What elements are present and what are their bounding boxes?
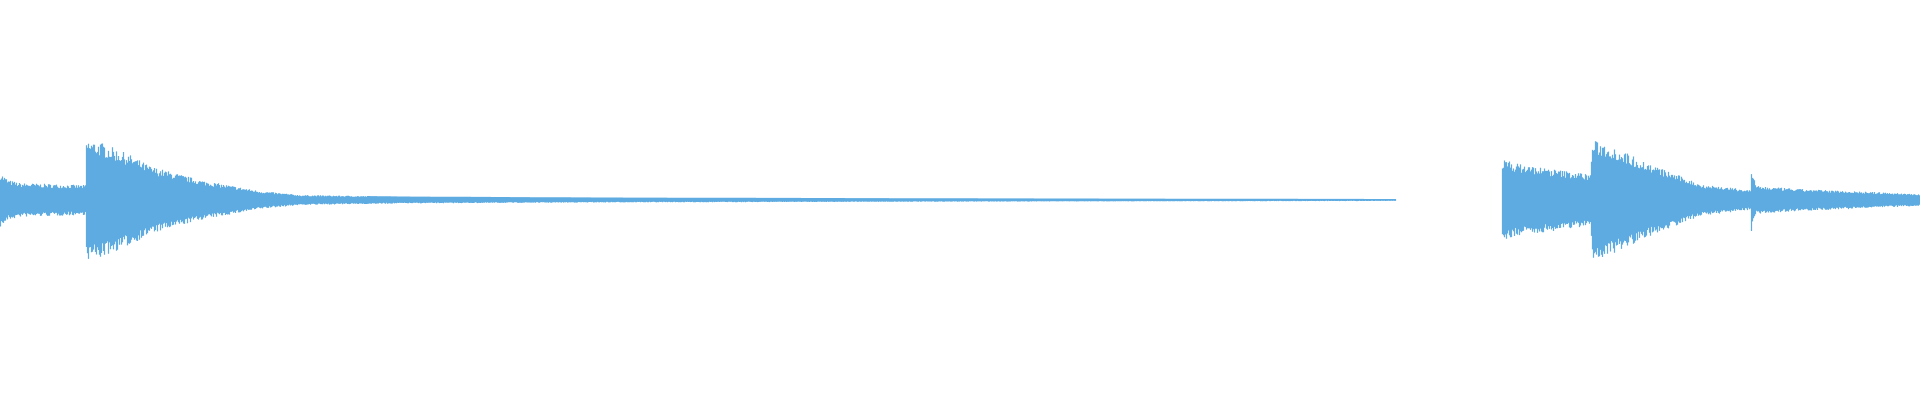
waveform-segment-2 <box>1501 141 1920 258</box>
waveform-segment-1 <box>0 143 1397 259</box>
